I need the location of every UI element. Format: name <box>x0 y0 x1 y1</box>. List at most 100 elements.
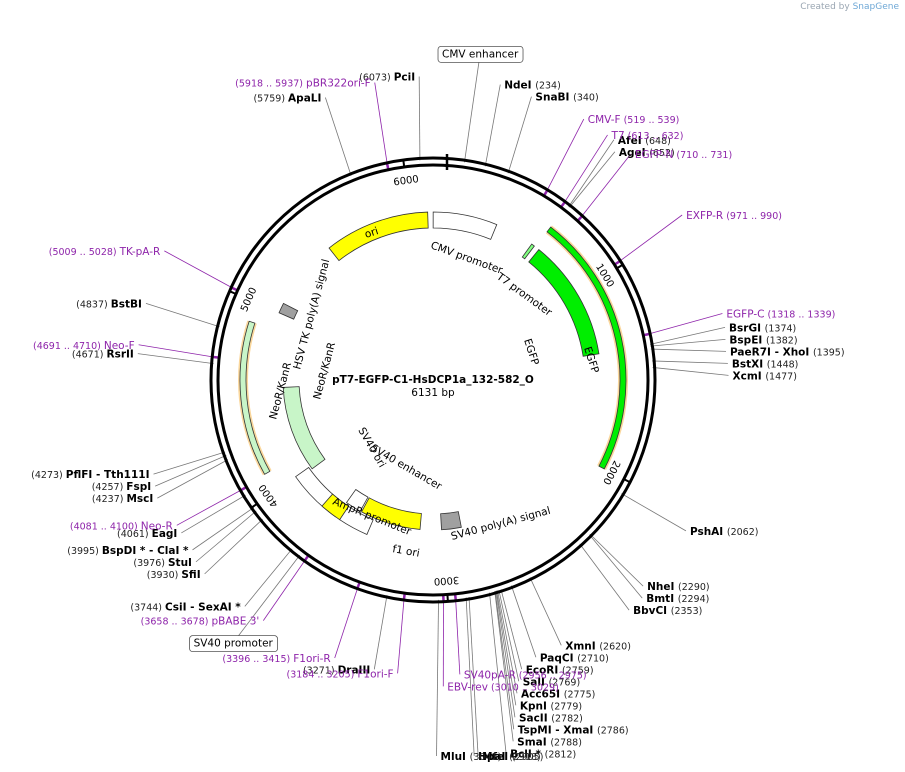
enzyme-guide-line <box>495 590 516 718</box>
enzyme-label-ndei: NdeI (234) <box>504 80 561 92</box>
enzyme-guide-line <box>494 591 514 742</box>
ring-tick-label: 4000 <box>257 482 281 509</box>
enzyme-label-smai: SmaI (2788) <box>517 736 582 748</box>
enzyme-guide-line <box>181 494 246 534</box>
enzyme-guide-line <box>500 589 523 670</box>
enzyme-guide-line <box>568 151 616 208</box>
feature-label-f1ori: f1 ori <box>391 543 420 560</box>
primer-label-f1ori-f: (3184 .. 3205) F1ori-F <box>287 668 394 680</box>
enzyme-guide-line <box>465 597 475 757</box>
feature-label-egfp_inner: EGFP <box>521 337 541 367</box>
enzyme-label-agei: AgeI (652) <box>619 147 675 159</box>
enzyme-label-bmti: BmtI (2294) <box>646 593 709 605</box>
enzyme-guide-line <box>589 533 644 587</box>
enzyme-label-pflfi-tth111i: (4273) PflFI - Tth111I <box>31 469 149 481</box>
enzyme-label-bspei: BspEI (1382) <box>729 334 797 346</box>
feature-cmv-promoter <box>432 211 498 240</box>
enzyme-label-eagi: (4061) EagI <box>117 528 177 540</box>
feature-neor-kanr <box>238 320 272 476</box>
primer-guide-line <box>164 250 234 289</box>
ring-tick-4000 <box>250 502 259 509</box>
enzyme-guide-line <box>652 367 729 376</box>
primer-guide-line <box>618 214 683 263</box>
enzyme-label-pcii: (6073) PciI <box>359 72 415 84</box>
backbone-ring <box>209 156 657 604</box>
enzyme-guide-line <box>507 96 532 174</box>
feature-t7-promoter <box>521 243 535 260</box>
primer-label-pbr322ori-f: (5918 .. 5937) pBR322ori-F <box>235 78 371 90</box>
plasmid-length: 6131 bp <box>411 387 455 399</box>
enzyme-label-mlui: MluI (3041) <box>441 751 502 763</box>
boxed-guide-line <box>232 554 301 643</box>
feature-egfp <box>528 248 600 357</box>
enzyme-label-bsrgi: BsrGI (1374) <box>729 322 796 334</box>
primer-label-exfp-r: EXFP-R (971 .. 990) <box>686 210 782 222</box>
ring-tick-2000 <box>622 477 631 484</box>
enzyme-label-bcli: BclI * (2812) <box>510 748 576 760</box>
primer-label-egfp-n: EGFP-N (710 .. 731) <box>635 149 732 161</box>
feature-label-ori: ori <box>363 225 380 241</box>
enzyme-guide-line <box>418 76 421 161</box>
feature-sv40-ori <box>321 493 350 521</box>
primer-guide-line <box>176 489 243 526</box>
primer-guide-line <box>546 118 585 192</box>
feature-hsv-tk-poly-a-signal <box>278 302 299 320</box>
feature-ampr-promoter <box>345 488 369 512</box>
boxed-label-frame <box>189 635 278 653</box>
ring-tick-label: 6000 <box>393 174 420 188</box>
enzyme-label-bstxi: BstXI (1448) <box>732 358 799 370</box>
enzyme-guide-line <box>484 84 501 167</box>
primer-label-neo-f: (4691 .. 4710) Neo-F <box>33 340 135 352</box>
boxed-label-frame <box>437 45 524 63</box>
enzyme-label-bspdi-clai: (3995) BspDI * - ClaI * <box>67 545 189 557</box>
enzyme-guide-line <box>192 507 254 551</box>
enzyme-label-msci: (4237) MscI <box>92 493 153 505</box>
feature-egfp <box>545 225 629 470</box>
enzyme-label-sacii: SacII (2782) <box>519 712 583 724</box>
enzyme-guide-line <box>579 543 630 611</box>
primer-guide-line <box>455 598 461 675</box>
feature-neor-kanr <box>282 386 326 470</box>
feature-label-neor_inner: NeoR/KanR <box>311 341 338 401</box>
enzyme-guide-line <box>498 589 520 682</box>
enzyme-label-apali: (5759) ApaLI <box>253 93 321 105</box>
enzyme-label-nhei: NheI (2290) <box>647 581 710 593</box>
enzyme-label-tspmi-xmai: TspMI - XmaI (2786) <box>518 724 629 736</box>
primer-label-pbabe-3: (3658 .. 3678) pBABE 3' <box>141 616 260 628</box>
enzyme-guide-line <box>568 139 615 207</box>
primer-label-tk-pa-r: (5009 .. 5028) TK-pA-R <box>49 246 161 258</box>
enzyme-label-sali: SalI (2769) <box>523 676 580 688</box>
enzyme-label-paer7i-xhoi: PaeR7I - XhoI (1395) <box>730 346 845 358</box>
enzyme-label-ecori: EcoRI (2759) <box>526 664 594 676</box>
feature-sv40-enhancer <box>339 505 374 535</box>
enzyme-label-paqci: PaqCI (2710) <box>540 652 609 664</box>
enzyme-guide-line <box>325 97 352 176</box>
boxed-guide-line <box>464 53 481 163</box>
boxed-label-cmv-enhancer: CMV enhancer <box>442 48 519 60</box>
enzyme-label-csii-sexai: (3744) CsiI - SexAI * <box>130 601 241 613</box>
enzyme-guide-line <box>145 302 220 328</box>
primer-guide-line <box>563 134 608 204</box>
primer-label-neo-r: (4081 .. 4100) Neo-R <box>70 520 173 532</box>
enzyme-guide-line <box>589 534 643 599</box>
enzyme-guide-line <box>204 518 263 575</box>
enzyme-label-fspi: (4257) FspI <box>92 481 151 493</box>
ring-tick-5000 <box>229 290 238 296</box>
plasmid-title: pT7-EGFP-C1-HsDCP1a_132-582_O <box>332 374 534 386</box>
enzyme-label-afei: AfeI (648) <box>618 135 671 147</box>
enzyme-guide-line <box>652 360 728 364</box>
enzyme-guide-line <box>373 595 388 670</box>
enzyme-guide-line <box>436 599 439 757</box>
ring-tick-label: 5000 <box>239 286 259 314</box>
primer-guide-line <box>334 586 359 659</box>
enzyme-guide-line <box>494 590 515 730</box>
ring-tick-6000 <box>402 159 406 169</box>
enzyme-label-kpni: KpnI (2779) <box>520 700 582 712</box>
primer-guide-line <box>648 313 723 335</box>
primer-label-t7: T7 (613 .. 632) <box>611 130 684 142</box>
enzyme-label-mfei: MfeI (2905) <box>482 751 543 763</box>
enzyme-guide-line <box>157 459 229 499</box>
ring-tick-1000 <box>615 263 624 270</box>
credit: Created by SnapGene <box>800 2 899 12</box>
